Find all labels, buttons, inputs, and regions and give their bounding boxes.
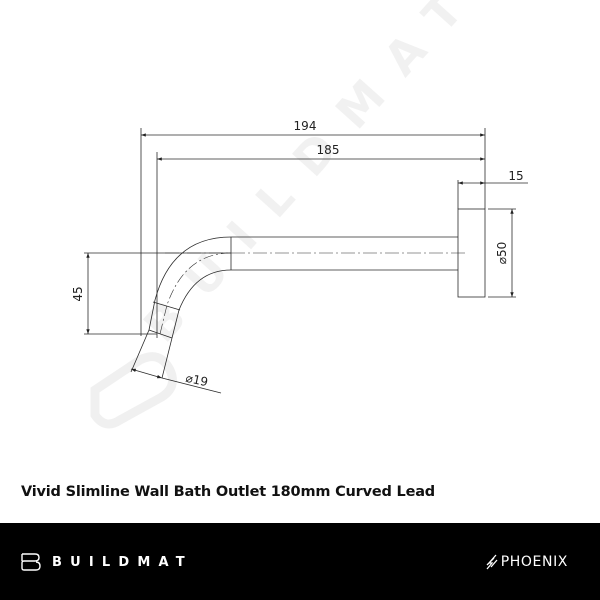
phoenix-flame-icon [486,554,498,570]
phoenix-logo[interactable]: PHOENIX [484,552,568,572]
product-title: Vivid Slimline Wall Bath Outlet 180mm Cu… [21,484,435,500]
dim-194-label: 194 [294,119,317,133]
dim-45-label: 45 [71,286,85,301]
watermark [90,352,177,429]
buildmat-wordmark: BUILDMAT [52,554,193,570]
buildmat-logo[interactable]: BUILDMAT [20,551,193,573]
dim-15-label: 15 [508,169,523,183]
dim-19-label: ⌀19 [184,371,209,389]
technical-drawing: BUILDMAT [71,0,528,429]
buildmat-b-icon [21,553,41,571]
footer-bar: BUILDMAT PHOENIX [0,523,600,600]
watermark-text: BUILDMAT [133,0,490,352]
phoenix-wordmark: PHOENIX [500,554,568,570]
dim-50-label: ⌀50 [495,242,509,265]
dim-185-label: 185 [317,143,340,157]
